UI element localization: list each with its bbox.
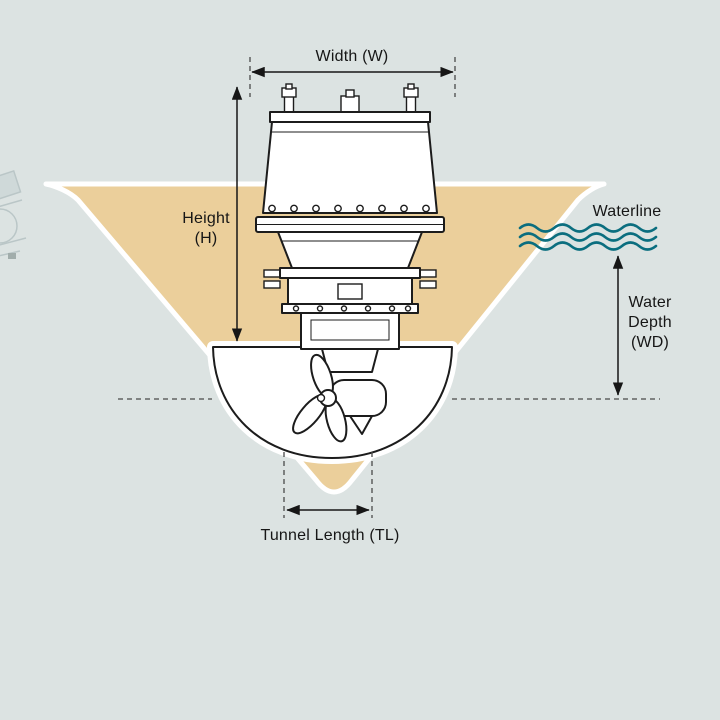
water-depth-label-line2: Depth — [628, 314, 672, 331]
top-studs — [281, 83, 419, 115]
height-label-line1: Height — [182, 210, 230, 227]
waterline-group: Waterline — [518, 203, 662, 251]
width-label: Width (W) — [316, 48, 389, 65]
water-depth-label-line1: Water — [628, 294, 672, 311]
dimension-water-depth: Water Depth (WD) — [118, 255, 672, 400]
gearbox — [300, 312, 400, 350]
height-label-line2: (H) — [195, 230, 218, 247]
water-depth-label-line3: (WD) — [631, 334, 669, 351]
mounting-flange — [255, 216, 445, 233]
waterline-wave-3 — [518, 241, 658, 251]
thruster-unit — [255, 83, 445, 443]
mid-flange-assembly — [263, 267, 437, 314]
tunnel-length-label: Tunnel Length (TL) — [260, 527, 399, 544]
waterline-label: Waterline — [593, 203, 662, 220]
propeller — [292, 353, 348, 443]
dimension-height: Height (H) — [182, 86, 243, 342]
waterline-wave-1 — [518, 223, 658, 233]
motor-body — [262, 111, 438, 214]
waterline-wave-2 — [518, 232, 658, 242]
dimension-tunnel-length: Tunnel Length (TL) — [260, 452, 399, 544]
edge-artifact — [0, 170, 27, 259]
neck-section — [277, 231, 423, 269]
dimension-width: Width (W) — [249, 48, 456, 97]
